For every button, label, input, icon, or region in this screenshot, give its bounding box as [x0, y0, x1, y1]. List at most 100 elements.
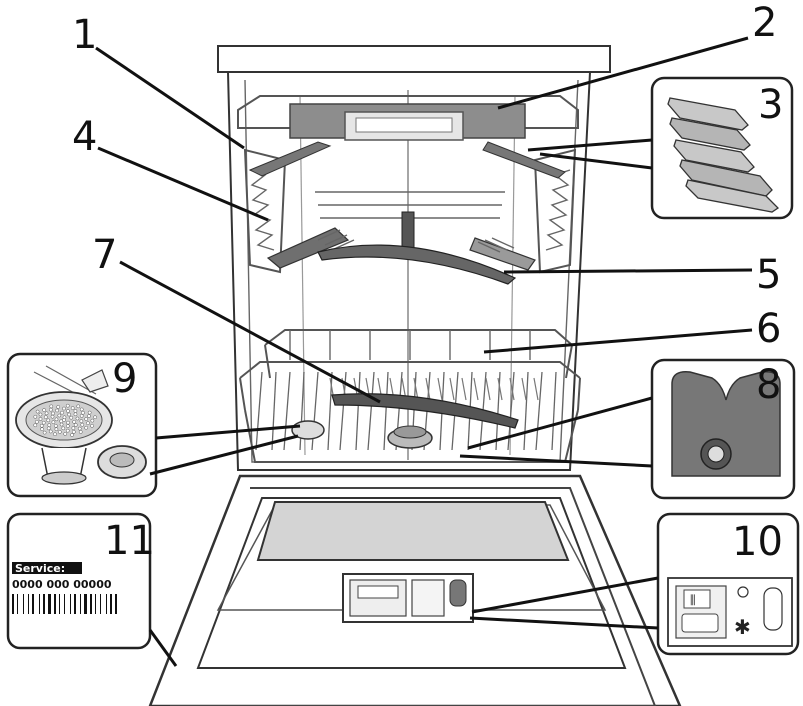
salt-grain — [43, 415, 48, 419]
salt-grain — [79, 407, 84, 412]
salt-grain — [54, 417, 59, 422]
barcode — [12, 594, 117, 614]
filter-in-tub — [387, 425, 433, 449]
salt-grain — [78, 430, 83, 434]
basket-tine-rear — [485, 377, 491, 401]
upper-spray-arm-blade — [317, 244, 517, 285]
salt-grain — [79, 414, 84, 418]
callout-number-9: 9 — [112, 356, 137, 402]
salt-grain — [54, 427, 59, 432]
barcode-bar — [39, 594, 40, 614]
barcode-bar — [59, 594, 60, 614]
dispenser-detail-tray — [681, 613, 719, 633]
detergent-icon: ⫼ — [690, 593, 696, 607]
filter-plate-outlet-inner — [707, 445, 725, 463]
salt-grain — [70, 433, 74, 437]
salt-grain — [73, 412, 78, 417]
leaders: 1 2 4 5 6 7 — [72, 0, 781, 667]
upper-basket-left-handle — [248, 141, 332, 177]
callout-box-3: 3 — [650, 76, 794, 220]
salt-grain — [65, 428, 70, 433]
salt-grain — [42, 408, 46, 412]
barcode-bar — [80, 594, 81, 614]
barcode-bar — [32, 594, 34, 614]
barcode-bar — [84, 594, 87, 614]
salt-grain — [47, 423, 52, 427]
salt-grain — [70, 406, 75, 410]
leader-10a — [471, 576, 659, 614]
leader-9a — [155, 424, 301, 440]
callout-number-8: 8 — [756, 362, 781, 408]
lower-basket-tines — [255, 371, 557, 451]
salt-grain — [87, 410, 92, 415]
salt-grain — [71, 426, 76, 430]
salt-container-in-tub-cap — [291, 420, 325, 440]
upper-basket-left-rack — [266, 227, 350, 269]
upper-spray-arm — [317, 211, 517, 285]
rinse-aid-compartment — [411, 579, 445, 617]
leader-9b — [149, 434, 299, 476]
salt-grain — [60, 410, 64, 415]
leader-5 — [503, 268, 753, 274]
salt-grain — [77, 426, 82, 431]
top-tray-outline — [237, 95, 579, 129]
barcode-bar — [110, 594, 112, 614]
salt-grain — [46, 426, 51, 431]
lower-basket-top-rim — [264, 329, 573, 346]
callout-number-1: 1 — [72, 12, 97, 58]
barcode-bar — [70, 594, 71, 614]
salt-grain — [51, 411, 55, 416]
basket-tine-rear — [425, 377, 431, 401]
leader-11 — [148, 629, 178, 667]
rinse-aid-icon: ✱ — [734, 615, 751, 639]
salt-grain — [90, 418, 95, 423]
salt-grain — [59, 419, 64, 424]
salt-grain — [80, 422, 85, 427]
basket-tine — [355, 371, 361, 451]
salt-grain — [57, 430, 62, 434]
callout-box-11-frame — [6, 512, 152, 650]
salt-grain — [59, 422, 64, 427]
salt-grain — [72, 419, 77, 424]
salt-grain — [90, 423, 94, 428]
worktop — [217, 45, 611, 73]
barcode-bar — [17, 594, 18, 614]
upper-basket-right-handle — [482, 141, 566, 179]
callout-box-8: 8 — [650, 358, 796, 500]
salt-grain — [57, 413, 62, 418]
barcode-bar — [43, 594, 45, 614]
basket-tine-rear — [449, 377, 455, 401]
leader-7 — [119, 260, 381, 404]
salt-grain — [93, 415, 97, 420]
basket-tine — [535, 371, 543, 451]
salt-grain — [66, 420, 70, 425]
salt-grain — [79, 419, 84, 423]
salt-bag — [81, 369, 109, 393]
service-label-number: 0000 000 00000 — [12, 578, 112, 591]
detergent-dispenser-lid — [357, 585, 399, 599]
callout-box-10: ⫼ ✱ 10 — [656, 512, 800, 656]
leader-2 — [497, 36, 749, 110]
lower-basket-base — [244, 409, 579, 463]
lower-basket-rim-front — [239, 361, 581, 379]
callout-number-7: 7 — [92, 232, 117, 278]
salt-grain — [44, 411, 49, 416]
salt-grain — [33, 423, 38, 428]
dispenser-detail-window — [763, 587, 783, 631]
salt-grain — [65, 403, 70, 408]
callout-number-5: 5 — [756, 252, 781, 298]
callout-number-10: 10 — [732, 519, 783, 565]
salt-grain — [38, 417, 43, 421]
salt-grain — [81, 410, 85, 415]
service-label-title: Service: — [15, 562, 65, 575]
callout-number-3: 3 — [758, 82, 783, 128]
basket-tine — [523, 371, 529, 451]
door-inner — [170, 487, 657, 706]
salt-grain — [35, 409, 40, 414]
callout-box-9: 9 — [6, 352, 158, 498]
salt-grain — [65, 424, 70, 428]
salt-grain — [55, 408, 59, 413]
upper-basket-right-zigzag — [545, 169, 571, 251]
door-window — [256, 501, 570, 561]
salt-grain — [84, 417, 89, 421]
